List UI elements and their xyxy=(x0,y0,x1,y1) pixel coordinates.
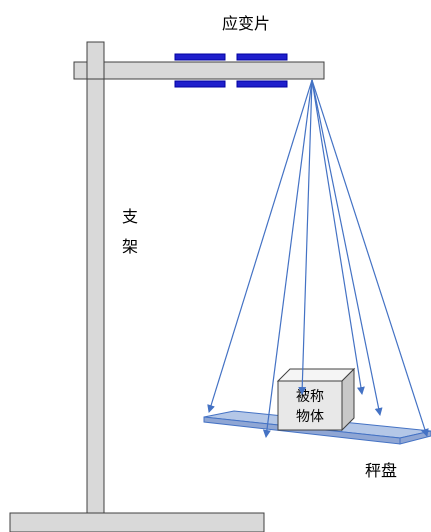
support-label-2: 架 xyxy=(122,237,138,256)
suspension-arrow-5 xyxy=(311,79,383,416)
suspension-arrow-1 xyxy=(207,79,313,413)
strain-gauge-label: 应变片 xyxy=(222,14,270,33)
suspension-arrow-6 xyxy=(311,79,429,437)
suspension-lines xyxy=(207,79,429,438)
suspension-arrow-3 xyxy=(298,79,313,395)
stand-post-top xyxy=(86,41,105,80)
stand-post xyxy=(86,41,105,514)
object-box xyxy=(276,367,356,432)
object-label-2: 物体 xyxy=(296,409,324,425)
stand-base xyxy=(9,512,265,532)
suspension-arrow-4 xyxy=(311,79,365,395)
scale-pan-label: 秤盘 xyxy=(365,461,397,480)
strain-gauge-right xyxy=(236,53,288,88)
support-label-1: 支 xyxy=(122,207,138,226)
stand-arm xyxy=(73,61,325,80)
object-label-1: 被称 xyxy=(296,389,324,405)
suspension-arrow-2 xyxy=(262,79,313,438)
strain-gauge-left xyxy=(174,53,226,88)
